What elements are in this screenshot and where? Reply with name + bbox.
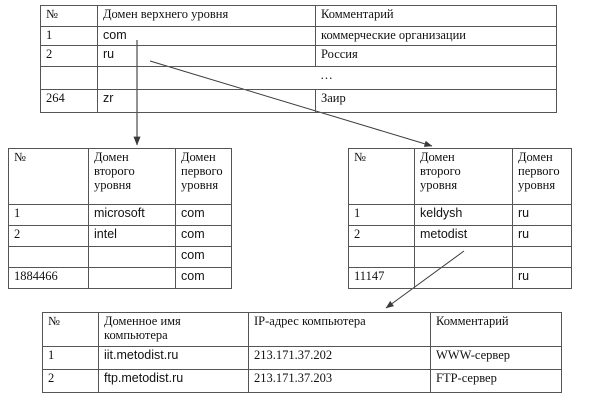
table-row-ellipsis: ... <box>40 66 557 90</box>
table-header-row: № Доменное имя компьютера IP-адрес компь… <box>42 312 562 347</box>
cell-comment: WWW-сервер <box>430 346 562 370</box>
column-header-first-level-domain: Домен первого уровня <box>512 148 572 205</box>
cell-second-level-domain: intel <box>88 225 176 247</box>
table-row: 1 microsoft com <box>8 204 232 226</box>
column-header-second-level-domain: Домен второго уровня <box>88 148 176 205</box>
cell-no: 1 <box>42 346 99 370</box>
table-row: com <box>8 246 232 268</box>
column-header-ip-address: IP-адрес компьютера <box>248 312 431 347</box>
column-header-no: № <box>40 5 98 27</box>
cell-second-level-domain <box>88 267 176 289</box>
second-level-com-table: № Домен второго уровня Домен первого уро… <box>8 148 232 289</box>
cell-comment: FTP-сервер <box>430 369 562 393</box>
table-header-row: № Домен второго уровня Домен первого уро… <box>348 148 572 205</box>
cell-first-level-domain: com <box>175 225 232 247</box>
cell-comment: Россия <box>315 45 557 67</box>
cell-first-level-domain: ru <box>512 267 572 289</box>
cell-no: 2 <box>348 225 415 247</box>
table-row: 1 iit.metodist.ru 213.171.37.202 WWW-сер… <box>42 346 562 370</box>
column-header-no: № <box>8 148 89 205</box>
cell-domain: zr <box>97 89 316 113</box>
table-row: 11147 ru <box>348 267 572 289</box>
table-row: 264 zr Заир <box>40 89 557 113</box>
table-row: 1 com коммерческие организации <box>40 26 557 46</box>
column-header-top-level-domain: Домен верхнего уровня <box>97 5 316 27</box>
cell-ip-address: 213.171.37.203 <box>248 369 431 393</box>
cell-no: 2 <box>8 225 89 247</box>
table-row: 2 metodist ru <box>348 225 572 247</box>
cell-second-level-domain: metodist <box>414 225 513 247</box>
cell-first-level-domain: com <box>175 246 232 268</box>
column-header-no: № <box>348 148 415 205</box>
cell-domain: ru <box>97 45 316 67</box>
cell-ip-address: 213.171.37.202 <box>248 346 431 370</box>
cell-second-level-domain: keldysh <box>414 204 513 226</box>
cell-no <box>8 246 89 268</box>
column-header-second-level-domain: Домен второго уровня <box>414 148 513 205</box>
top-level-domain-table: № Домен верхнего уровня Комментарий 1 co… <box>40 5 557 113</box>
table-header-row: № Домен верхнего уровня Комментарий <box>40 5 557 27</box>
cell-no: 264 <box>40 89 98 113</box>
column-header-host-name: Доменное имя компьютера <box>98 312 249 347</box>
cell-first-level-domain <box>512 246 572 268</box>
cell-second-level-domain <box>414 246 513 268</box>
cell-host-name: iit.metodist.ru <box>98 346 249 370</box>
column-header-comment: Комментарий <box>430 312 562 347</box>
column-header-first-level-domain: Домен первого уровня <box>175 148 232 205</box>
host-names-table: № Доменное имя компьютера IP-адрес компь… <box>42 312 562 393</box>
table-row: 2 ftp.metodist.ru 213.171.37.203 FTP-сер… <box>42 369 562 393</box>
cell-no: 1884466 <box>8 267 89 289</box>
table-row: 2 ru Россия <box>40 45 557 67</box>
cell-first-level-domain: com <box>175 204 232 226</box>
cell-host-name: ftp.metodist.ru <box>98 369 249 393</box>
cell-no: 2 <box>40 45 98 67</box>
cell-no: 1 <box>348 204 415 226</box>
cell-no <box>348 246 415 268</box>
table-row: 2 intel com <box>8 225 232 247</box>
cell-no <box>40 66 98 90</box>
cell-second-level-domain <box>414 267 513 289</box>
table-row: 1884466 com <box>8 267 232 289</box>
column-header-no: № <box>42 312 99 347</box>
cell-first-level-domain: com <box>175 267 232 289</box>
cell-no: 11147 <box>348 267 415 289</box>
cell-second-level-domain: microsoft <box>88 204 176 226</box>
second-level-ru-table: № Домен второго уровня Домен первого уро… <box>348 148 572 289</box>
cell-no: 2 <box>42 369 99 393</box>
cell-ellipsis: ... <box>97 66 557 90</box>
cell-second-level-domain <box>88 246 176 268</box>
cell-comment: коммерческие организации <box>315 26 557 46</box>
cell-first-level-domain: ru <box>512 225 572 247</box>
cell-first-level-domain: ru <box>512 204 572 226</box>
table-row <box>348 246 572 268</box>
table-header-row: № Домен второго уровня Домен первого уро… <box>8 148 232 205</box>
cell-no: 1 <box>8 204 89 226</box>
cell-domain: com <box>97 26 316 46</box>
cell-no: 1 <box>40 26 98 46</box>
table-row: 1 keldysh ru <box>348 204 572 226</box>
cell-comment: Заир <box>315 89 557 113</box>
column-header-comment: Комментарий <box>315 5 557 27</box>
